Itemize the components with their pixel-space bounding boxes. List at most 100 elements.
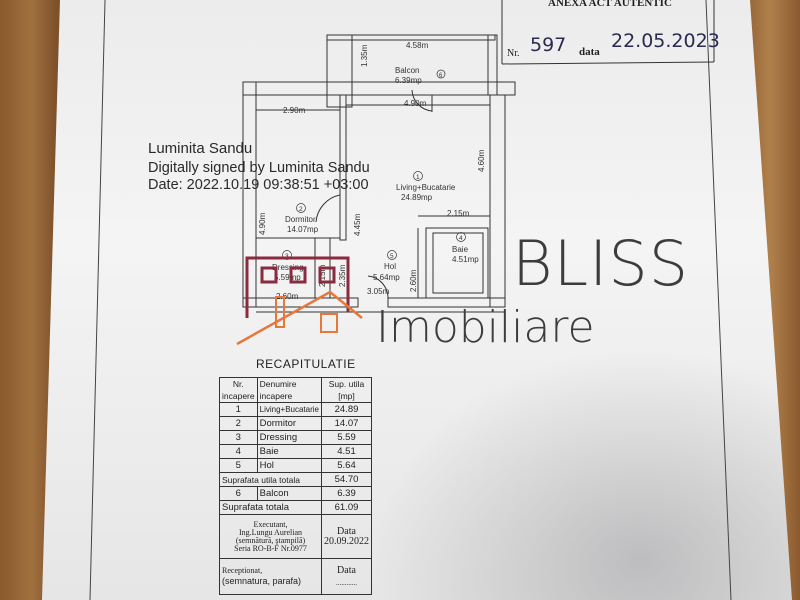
header-nr: Nr. incapere — [219, 377, 258, 403]
cell-area: 24.89 — [321, 402, 372, 417]
receptionat-row: Receptionat, (semnatura, parafa) Data ..… — [219, 558, 372, 595]
table-header-row: Nr. incapere Denumire incapere Sup. util… — [219, 377, 372, 403]
room-2-name: Dormitor — [285, 215, 316, 224]
room-3-name: Dressing — [272, 263, 304, 272]
cell-area: 5.59 — [321, 430, 372, 445]
room-5-name: Hol — [384, 262, 396, 271]
receptionat-cell: Receptionat, (semnatura, parafa) — [219, 558, 322, 595]
executant-label: Executant, — [253, 519, 288, 529]
receptionat-date-blank: ............ — [336, 578, 357, 587]
cell-area: 4.51 — [321, 444, 372, 459]
cell-nr: 6 — [219, 486, 258, 501]
room-1-area: 24.89mp — [401, 193, 433, 202]
cell-nr: 3 — [219, 430, 258, 445]
room-4-number: 4 — [459, 235, 463, 242]
room-1-name: Living+Bucatarie — [396, 183, 456, 192]
room-4-name: Baie — [452, 245, 469, 254]
executant-date-cell: Data 20.09.2022 — [321, 514, 372, 559]
receptionat-note: (semnatura, parafa) — [222, 575, 302, 586]
cell-name: Living+Bucatarie — [256, 402, 323, 417]
header-denumire: Denumire incapere — [256, 377, 323, 403]
dim-dressing-width: 2.60m — [276, 292, 299, 301]
dim-balcon-depth: 1.35m — [360, 44, 369, 67]
anexa-title: ANEXA ACT AUTENTIC — [548, 0, 672, 9]
logo-bliss: BLISS — [512, 227, 690, 300]
cell-nr: 5 — [219, 458, 258, 473]
cell-area: 14.07 — [321, 416, 372, 431]
executant-date: 20.09.2022 — [324, 535, 369, 547]
logo-imobiliare: Imobiliare — [376, 302, 595, 353]
cell-nr: 2 — [219, 416, 258, 431]
cell-name: Dressing — [256, 430, 323, 445]
signature-signed-by: Digitally signed by Luminita Sandu — [148, 160, 370, 176]
dim-dressing-height-2: 2.35m — [338, 264, 347, 287]
recap-title: RECAPITULATIE — [256, 357, 356, 371]
executant-name: Ing.Lungu Aurelian — [238, 527, 303, 537]
total-value: 61.09 — [321, 500, 372, 515]
subtotal-value: 54.70 — [321, 472, 372, 487]
cell-name: Dormitor — [256, 416, 323, 431]
room-1-number: 1 — [416, 174, 420, 181]
page-border-left — [89, 0, 106, 600]
data-value: 22.05.2023 — [611, 30, 720, 52]
cell-name: Balcon — [256, 486, 323, 501]
page-border-right — [705, 0, 732, 600]
receptionat-date-cell: Data ............ — [321, 558, 372, 595]
executant-row: Executant, Ing.Lungu Aurelian (semnătură… — [219, 514, 372, 559]
room-3-area: 5.59mp — [274, 273, 301, 282]
executant-cell: Executant, Ing.Lungu Aurelian (semnătură… — [219, 514, 322, 559]
room-5-number: 5 — [390, 253, 394, 260]
dim-hol-height: 2.60m — [409, 269, 418, 292]
dim-living-height: 4.60m — [477, 149, 486, 172]
receptionat-label: Receptionat, — [222, 565, 263, 575]
executant-serie: Seria RO-B-F Nr.0977 — [234, 543, 307, 553]
dim-baie-width: 2.15m — [447, 209, 470, 218]
dim-living-width: 4.90m — [404, 99, 427, 108]
signature-date: Date: 2022.10.19 09:38:51 +03:00 — [148, 177, 369, 193]
room-6-area: 6.39mp — [395, 76, 422, 85]
dim-dormitor-height: 4.45m — [353, 213, 362, 236]
header-box — [501, 0, 715, 65]
signature-name: Luminita Sandu — [148, 140, 253, 157]
cell-name: Baie — [256, 444, 323, 459]
room-6-name: Balcon — [395, 66, 419, 75]
cell-area: 6.39 — [321, 486, 372, 501]
cell-name: Hol — [256, 458, 323, 473]
header-sup: Sup. utila [mp] — [321, 377, 372, 403]
bliss-logo-mark — [236, 256, 363, 346]
room-2-number: 2 — [299, 206, 303, 213]
dim-dormitor-left: 4.90m — [258, 212, 267, 235]
walls — [242, 34, 516, 313]
dim-balcon-width: 4.58m — [406, 41, 429, 50]
room-6-number: 6 — [439, 73, 443, 79]
dim-dressing-height-1: 2.15m — [318, 264, 327, 287]
executant-date-label: Data — [337, 525, 356, 537]
cell-nr: 4 — [219, 444, 258, 459]
room-4-area: 4.51mp — [452, 255, 479, 264]
recap-table: Nr. incapere Denumire incapere Sup. util… — [219, 377, 372, 595]
total-label: Suprafata totala — [219, 500, 322, 515]
data-label: data — [579, 46, 600, 58]
dim-hol-width: 3.05m — [367, 287, 390, 296]
room-5-area: 5.64mp — [373, 273, 400, 282]
cell-nr: 1 — [219, 402, 258, 417]
nr-label: Nr. — [507, 48, 520, 59]
executant-note: (semnătură, ştampilă) — [235, 535, 306, 545]
room-2-area: 14.07mp — [287, 225, 319, 234]
subtotal-label: Suprafata utila totala — [219, 472, 322, 487]
dim-dormitor-width: 2.90m — [283, 106, 306, 115]
cell-area: 5.64 — [321, 458, 372, 473]
nr-value: 597 — [530, 34, 567, 56]
receptionat-date-label: Data — [337, 564, 356, 576]
